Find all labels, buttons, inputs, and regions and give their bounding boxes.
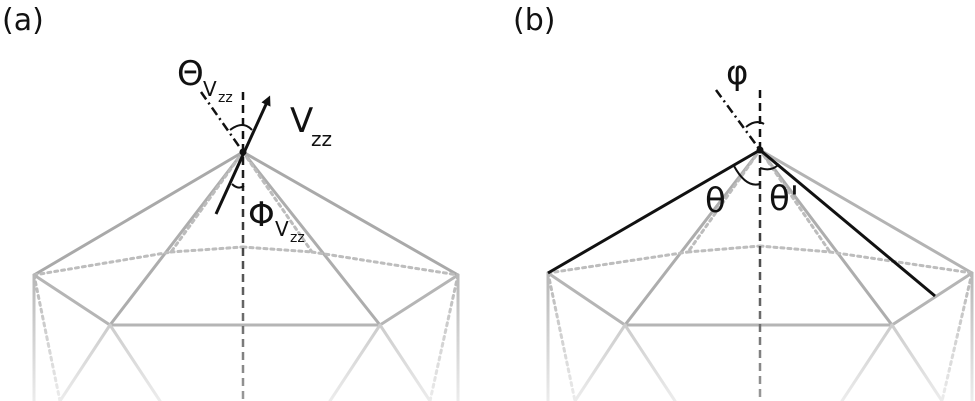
panel-b-dashdot-line bbox=[714, 89, 762, 151]
b-apex-edge-right bbox=[758, 148, 974, 275]
b-lower-edge-2 bbox=[623, 323, 677, 401]
theta-edge-line bbox=[547, 148, 761, 275]
back-ring-left bbox=[32, 250, 173, 277]
theta-prime-angle-arc bbox=[759, 163, 780, 171]
apex-edge-right bbox=[241, 150, 460, 277]
theta-prime-edge-line bbox=[759, 148, 936, 298]
phi-sub-zz: zz bbox=[290, 230, 305, 246]
vzz-label-v: V bbox=[290, 101, 313, 141]
vzz-vector-arrow bbox=[214, 95, 271, 215]
theta-symbol: Θ bbox=[177, 54, 204, 94]
front-ring-right bbox=[378, 273, 460, 327]
b-back-ring-left bbox=[546, 250, 690, 275]
back-ring-mid-right bbox=[241, 245, 314, 254]
b-lower-edge-3 bbox=[840, 323, 894, 401]
vzz-label-zz: zz bbox=[311, 127, 332, 151]
b-back-ring-mid-left bbox=[686, 244, 762, 254]
b-lower-edge-1 bbox=[573, 323, 627, 401]
panel-a-polyhedron bbox=[32, 150, 460, 401]
b-apex-edge-back-left bbox=[686, 148, 762, 254]
b-apex-edge-front-right bbox=[758, 148, 894, 327]
panel-a-apex-point bbox=[239, 148, 247, 156]
front-ring-left bbox=[32, 273, 112, 327]
panel-a-label: (a) bbox=[2, 3, 44, 38]
lower-edge-1 bbox=[58, 323, 112, 401]
panel-b-label: (b) bbox=[513, 3, 555, 38]
panel-a-dashdot-line bbox=[199, 91, 245, 153]
phi-angle-arc-b bbox=[745, 121, 765, 128]
b-lower-edge-4 bbox=[890, 323, 944, 401]
phi-angle-arc bbox=[231, 183, 245, 189]
theta-prime-label: θ' bbox=[769, 179, 799, 219]
b-apex-edge-back-right bbox=[758, 148, 832, 254]
lower-edge-4 bbox=[378, 323, 432, 401]
b-back-ring-right bbox=[828, 250, 974, 275]
apex-edge-back-left bbox=[169, 150, 245, 254]
phi-sub-v: V bbox=[275, 217, 289, 241]
panel-b-apex-point bbox=[756, 146, 764, 154]
apex-edge-front-left bbox=[108, 150, 245, 327]
theta-angle-arc bbox=[229, 124, 253, 131]
phi-label-b: φ bbox=[726, 53, 748, 93]
lower-edge-2 bbox=[108, 323, 162, 401]
theta-angle-arc bbox=[733, 165, 761, 186]
back-ring-right bbox=[310, 250, 460, 277]
b-apex-edge-front-left bbox=[623, 148, 762, 327]
phi-symbol: Φ bbox=[248, 195, 275, 235]
apex-edge-left bbox=[32, 150, 245, 277]
panel-b-polyhedron bbox=[546, 148, 974, 401]
theta-label: θ bbox=[705, 181, 726, 221]
apex-edge-back-right bbox=[241, 150, 314, 254]
apex-edge-front-right bbox=[241, 150, 382, 327]
lower-edge-7 bbox=[32, 273, 62, 401]
b-back-ring-mid-right bbox=[758, 244, 832, 254]
panel-a: (a) bbox=[2, 3, 460, 401]
b-front-ring-left bbox=[546, 271, 627, 327]
b-lower-edge-7 bbox=[546, 271, 577, 401]
lower-edge-3 bbox=[328, 323, 382, 401]
back-ring-mid-left bbox=[169, 245, 245, 254]
b-front-ring-right bbox=[890, 271, 974, 327]
panel-b: (b) bbox=[513, 3, 974, 401]
b-lower-edge-8 bbox=[940, 271, 974, 401]
theta-sub-zz: zz bbox=[218, 90, 233, 106]
lower-edge-8 bbox=[428, 273, 460, 401]
theta-sub-v: V bbox=[203, 77, 217, 101]
